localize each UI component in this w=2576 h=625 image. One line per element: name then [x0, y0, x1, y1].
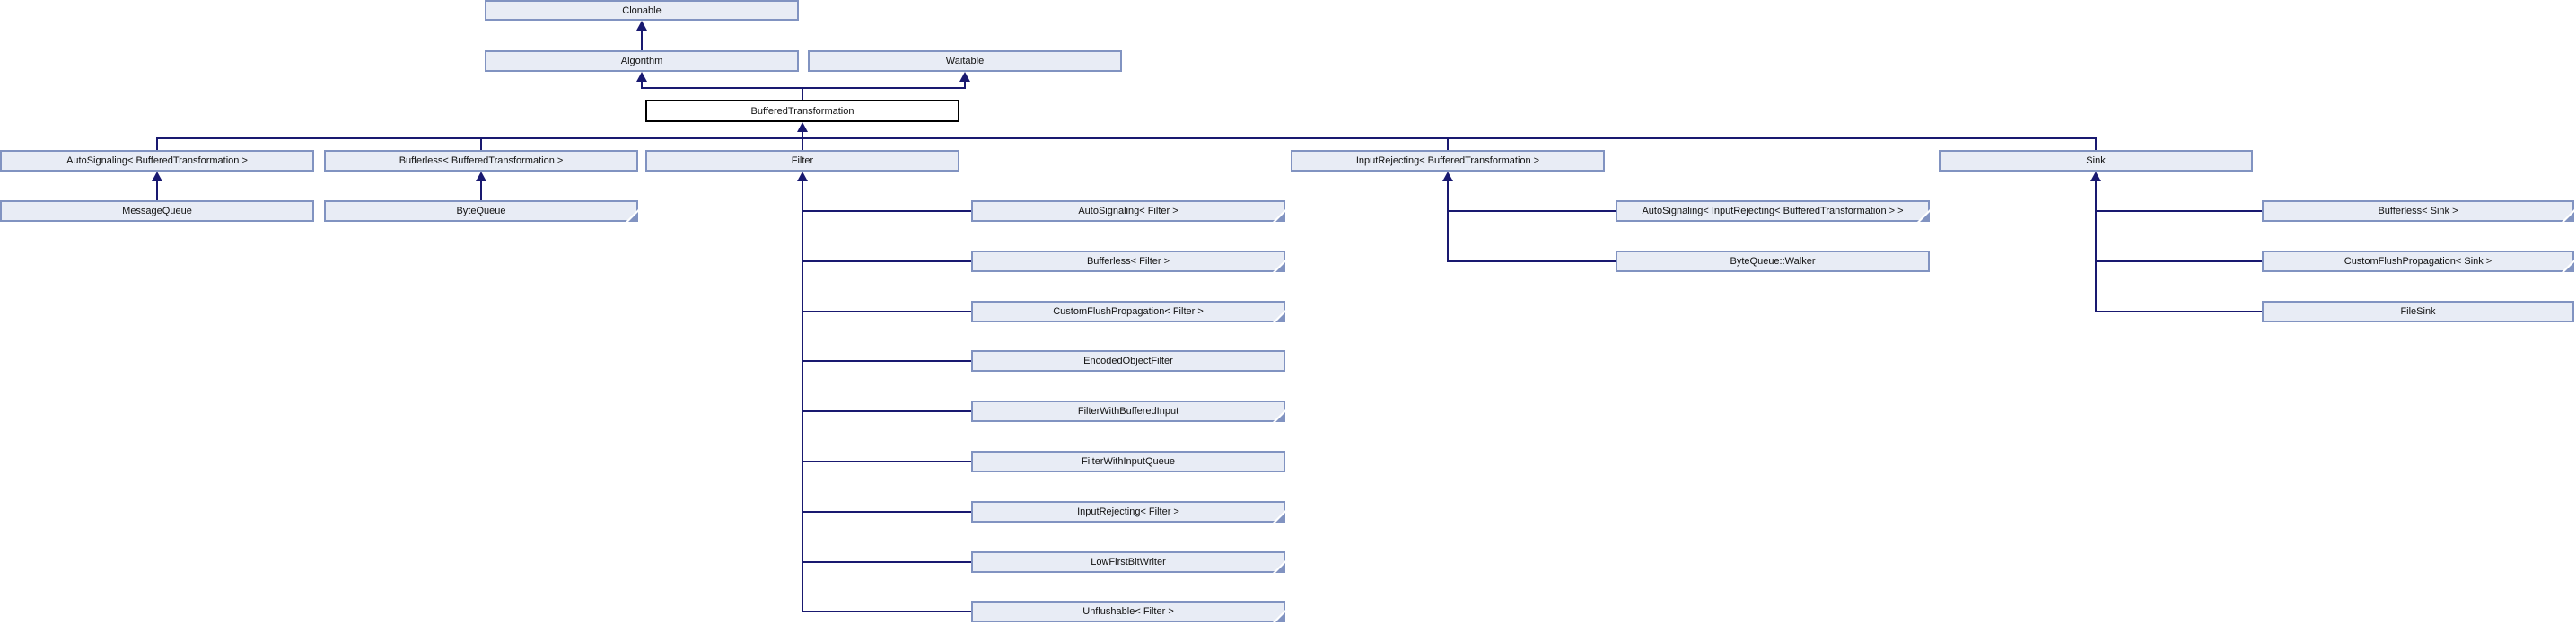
class-node-bytequeue-walker[interactable]: ByteQueue::Walker [1616, 251, 1930, 272]
class-node-bufferless-filter[interactable]: Bufferless< Filter > [971, 251, 1285, 272]
inheritance-arrowhead [476, 172, 486, 181]
inheritance-edge [802, 511, 971, 513]
class-node-waitable[interactable]: Waitable [808, 50, 1122, 72]
inheritance-edge [802, 611, 971, 612]
inheritance-arrowhead [152, 172, 162, 181]
inheritance-edge [480, 137, 482, 150]
inheritance-edge [2095, 311, 2262, 312]
inheritance-arrowhead [797, 172, 808, 181]
inheritance-edge [964, 80, 966, 89]
inheritance-edge [2095, 180, 2097, 312]
class-node-autosignaling-inputrejecting-bt[interactable]: AutoSignaling< InputRejecting< BufferedT… [1616, 200, 1930, 222]
class-node-customflushpropagation-filter[interactable]: CustomFlushPropagation< Filter > [971, 301, 1285, 322]
class-node-autosignaling-bt[interactable]: AutoSignaling< BufferedTransformation > [0, 150, 314, 172]
inheritance-arrowhead [959, 72, 970, 82]
class-node-messagequeue[interactable]: MessageQueue [0, 200, 314, 222]
inheritance-edge [802, 461, 971, 462]
class-node-filterwithbufferedinput[interactable]: FilterWithBufferedInput [971, 401, 1285, 422]
class-node-filesink[interactable]: FileSink [2262, 301, 2574, 322]
inheritance-edge [156, 180, 158, 200]
inheritance-edge [802, 210, 971, 212]
inheritance-edge [802, 137, 803, 150]
class-node-unflushable-filter[interactable]: Unflushable< Filter > [971, 601, 1285, 622]
inheritance-edge [641, 80, 643, 89]
class-node-sink[interactable]: Sink [1939, 150, 2253, 172]
inheritance-edge [156, 137, 2097, 139]
class-node-bufferless-sink[interactable]: Bufferless< Sink > [2262, 200, 2574, 222]
inheritance-arrowhead [1442, 172, 1453, 181]
class-node-filterwithinputqueue[interactable]: FilterWithInputQueue [971, 451, 1285, 472]
class-node-inputrejecting-bt[interactable]: InputRejecting< BufferedTransformation > [1291, 150, 1605, 172]
inheritance-edge [2095, 260, 2262, 262]
inheritance-edge [1447, 137, 1449, 150]
inheritance-edge [802, 360, 971, 362]
class-node-encodedobjectfilter[interactable]: EncodedObjectFilter [971, 350, 1285, 372]
class-node-bufferless-bt[interactable]: Bufferless< BufferedTransformation > [324, 150, 638, 172]
class-node-clonable[interactable]: Clonable [485, 0, 799, 21]
class-node-customflushpropagation-sink[interactable]: CustomFlushPropagation< Sink > [2262, 251, 2574, 272]
inheritance-arrowhead [636, 21, 647, 31]
class-node-lowfirstbitwriter[interactable]: LowFirstBitWriter [971, 551, 1285, 573]
inheritance-edge [802, 180, 803, 612]
inheritance-arrowhead [636, 72, 647, 82]
inheritance-edge [1447, 210, 1616, 212]
class-node-algorithm[interactable]: Algorithm [485, 50, 799, 72]
inheritance-edge [802, 130, 803, 137]
class-node-filter[interactable]: Filter [645, 150, 959, 172]
inheritance-edge [802, 87, 803, 100]
class-node-inputrejecting-filter[interactable]: InputRejecting< Filter > [971, 501, 1285, 523]
inheritance-edge [2095, 210, 2262, 212]
inheritance-edge [2095, 137, 2097, 150]
inheritance-edge [802, 410, 971, 412]
class-node-buffered-transformation[interactable]: BufferedTransformation [645, 100, 959, 122]
inheritance-edge [156, 137, 158, 150]
class-node-bytequeue[interactable]: ByteQueue [324, 200, 638, 222]
class-node-autosignaling-filter[interactable]: AutoSignaling< Filter > [971, 200, 1285, 222]
inheritance-edge [802, 561, 971, 563]
inheritance-edge [1447, 260, 1616, 262]
inheritance-arrowhead [2090, 172, 2101, 181]
inheritance-edge [641, 87, 966, 89]
inheritance-arrowhead [797, 122, 808, 132]
inheritance-edge [802, 311, 971, 312]
inheritance-edge [480, 180, 482, 200]
inheritance-edge [641, 29, 643, 50]
inheritance-edge [1447, 180, 1449, 262]
inheritance-edge [802, 260, 971, 262]
